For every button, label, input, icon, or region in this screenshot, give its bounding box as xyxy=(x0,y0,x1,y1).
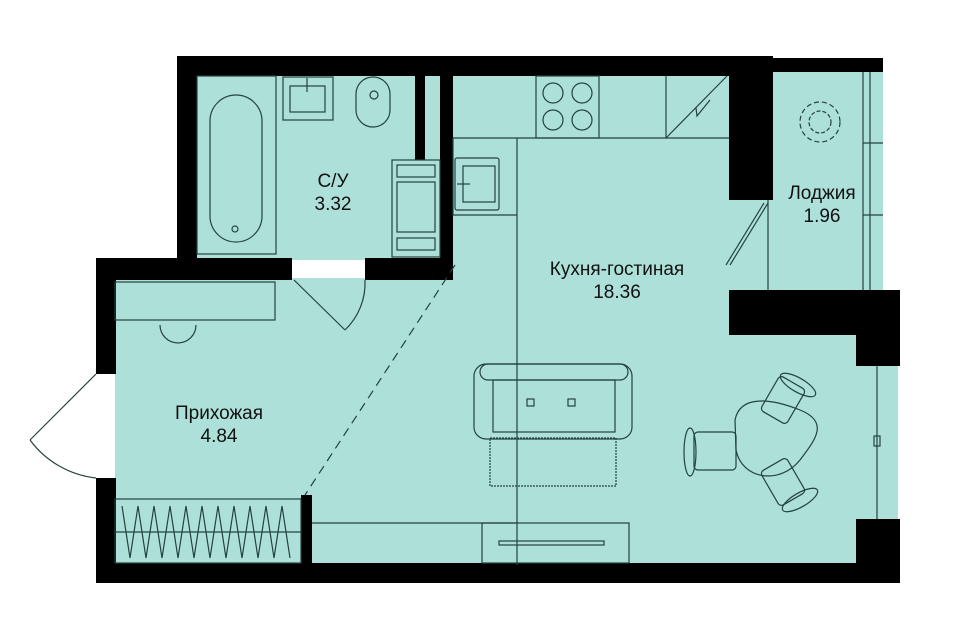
bathtub-icon xyxy=(196,75,277,255)
zone-divider-line xyxy=(304,264,456,496)
window-icon xyxy=(873,366,881,519)
tv-stand-icon xyxy=(481,522,630,564)
rug-icon xyxy=(489,437,617,487)
walls xyxy=(96,56,900,583)
kitchen-sink-icon xyxy=(454,157,500,211)
washing-machine-icon xyxy=(391,159,441,258)
sofa-icon xyxy=(473,363,633,440)
toilet-icon xyxy=(355,76,391,128)
plant-icon xyxy=(799,101,841,143)
loggia-door-floor xyxy=(732,200,774,290)
room-name: Прихожая xyxy=(174,403,264,424)
loggia-floor xyxy=(773,72,883,290)
shoe-cabinet-icon xyxy=(114,498,302,564)
bathroom-floor xyxy=(196,75,418,260)
sink-icon xyxy=(282,76,334,121)
room-label-hallway: Прихожая 4.84 xyxy=(175,402,263,448)
wardrobe-icon xyxy=(114,281,276,344)
fridge-icon xyxy=(665,75,728,139)
room-label-loggia: Лоджия 1.96 xyxy=(788,182,855,228)
dining-floor xyxy=(732,335,858,565)
kitchen-floor xyxy=(450,75,732,565)
bathroom-door-icon xyxy=(293,279,366,331)
room-area: 18.36 xyxy=(593,282,641,303)
room-label-kitchen-living: Кухня-гостиная 18.36 xyxy=(550,258,684,304)
room-name: Кухня-гостиная xyxy=(549,259,685,280)
loggia-door-icon xyxy=(725,200,769,290)
room-area: 1.96 xyxy=(803,206,841,227)
room-label-bathroom: С/У 3.32 xyxy=(315,170,352,216)
room-name: С/У xyxy=(317,171,349,192)
furniture xyxy=(29,72,883,565)
room-name: Лоджия xyxy=(788,183,856,204)
dining-table-icon xyxy=(683,372,819,513)
entrance-door-icon xyxy=(29,373,97,479)
room-area: 4.84 xyxy=(200,426,238,447)
stove-icon xyxy=(535,75,600,139)
room-area: 3.32 xyxy=(314,194,352,215)
loggia-glazing xyxy=(862,72,883,290)
